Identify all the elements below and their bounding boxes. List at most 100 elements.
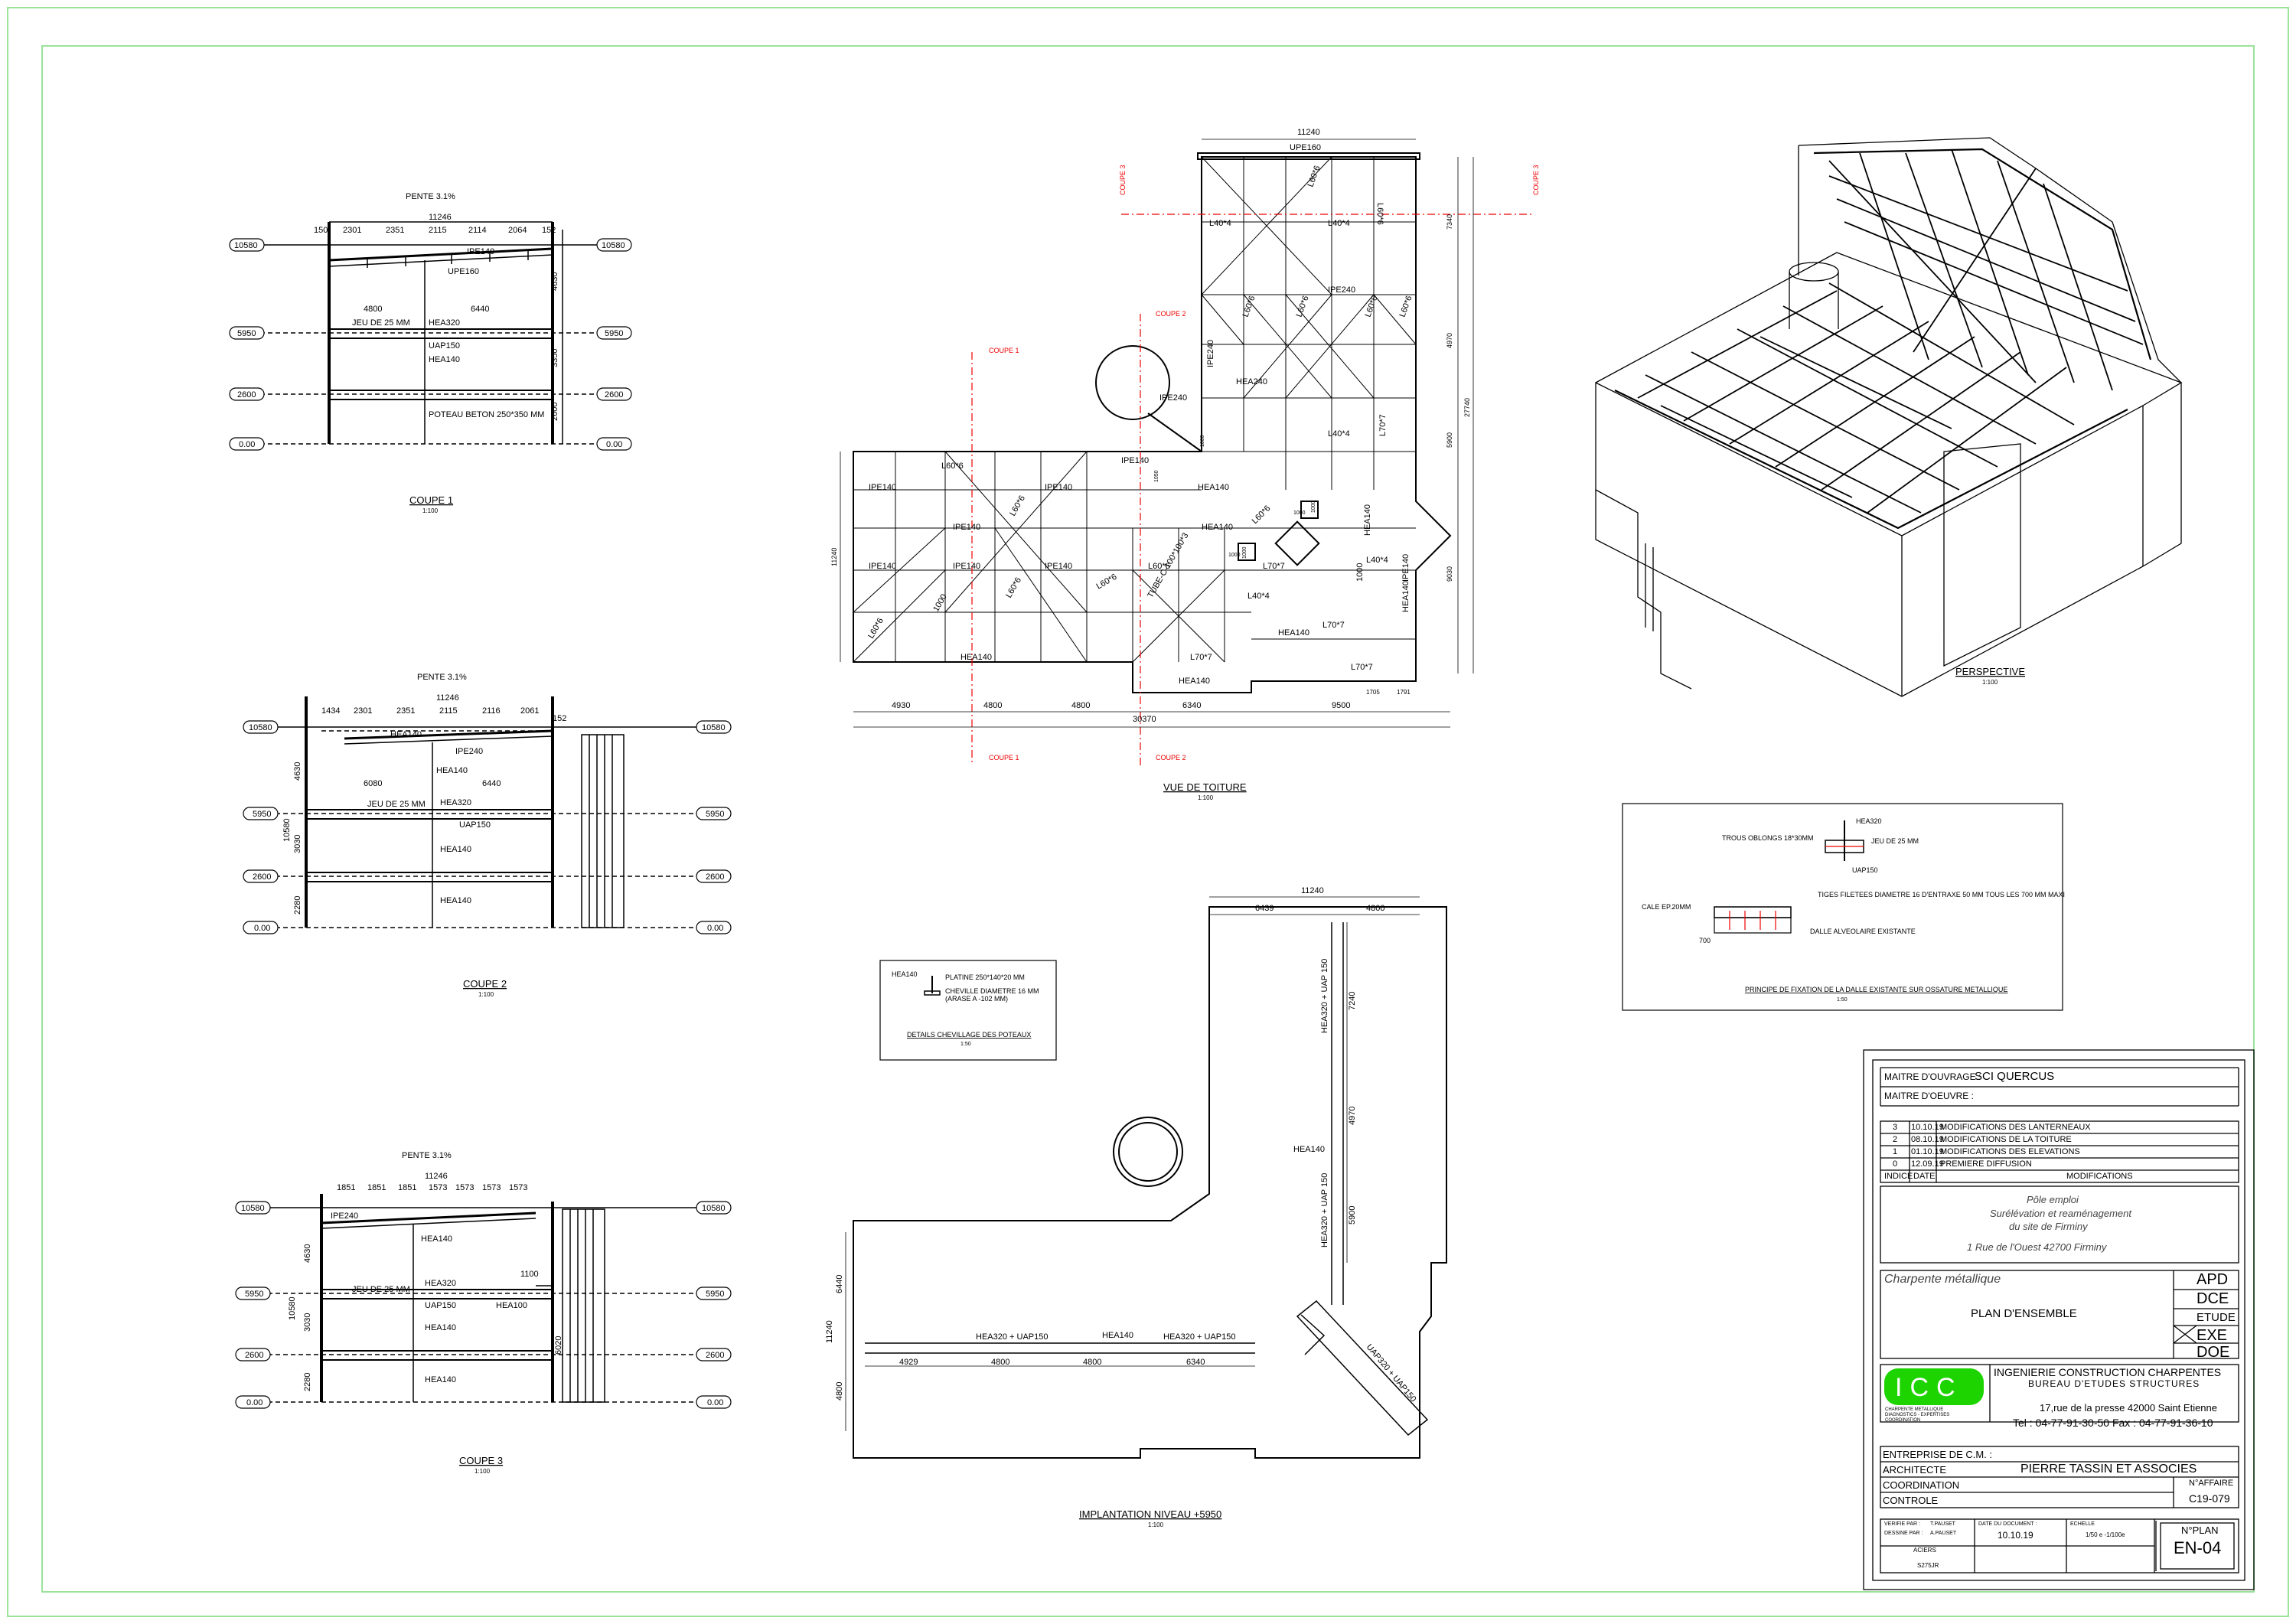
cheville-label: CHEVILLE DIAMETRE 16 MM [945, 987, 1039, 995]
roof-right-dim: 5900 [1446, 432, 1453, 448]
revision-modif: MODIFICATIONS DES ELEVATIONS [1940, 1147, 2080, 1156]
coupe3-label: HEA140 [421, 1234, 452, 1244]
cheville-label: (ARASE A -102 MM) [945, 995, 1008, 1003]
sheet-border-inner [41, 45, 2255, 1593]
roof-small: 1705 [1366, 689, 1380, 696]
coupe1-level: 5950 [605, 329, 623, 338]
roof-right-dim: 27740 [1463, 398, 1471, 417]
roof-label: L60*6 [1375, 203, 1384, 225]
coupe3-vert: 6020 [554, 1336, 563, 1355]
coupe3-label: HEA140 [425, 1375, 456, 1384]
project-line: 1 Rue de l'Ouest 42700 Firminy [1967, 1241, 2107, 1253]
roof-small: 1791 [1397, 689, 1411, 696]
revision-date: 01.10.19 [1911, 1147, 1944, 1156]
roof-label: L70*7 [1351, 663, 1373, 672]
aciers-value: S275JR [1917, 1562, 1939, 1569]
coupe1-label: HEA320 [429, 318, 460, 328]
roof-label: L60*6 [1148, 562, 1170, 571]
revision-head-date: DATE [1913, 1172, 1936, 1181]
roof-coupe-tag: COUPE 3 [1532, 165, 1540, 195]
coupe1-vert: 4630 [550, 272, 559, 291]
coupe1-title: COUPE 1 [409, 494, 453, 506]
coupe3-pente: PENTE 3.1% [402, 1151, 452, 1160]
coupe-3-level-tags [235, 1201, 732, 1409]
perspective-3d [1595, 137, 2183, 697]
roof-small-dim: 1050 [1154, 470, 1159, 482]
perspective-scale: 1:100 [1982, 679, 1998, 686]
perspective-title: PERSPECTIVE [1955, 666, 2025, 677]
fixation-label: DALLE ALVEOLAIRE EXISTANTE [1810, 928, 1916, 935]
roof-label: L70*7 [1378, 414, 1388, 436]
roof-label: 1000 [1355, 563, 1365, 582]
fixation-label: UAP150 [1852, 866, 1878, 874]
affaire-value: C19-079 [2189, 1492, 2230, 1505]
coupe2-pente: PENTE 3.1% [417, 673, 467, 682]
roof-label: IPE140 [953, 562, 980, 571]
coupe2-level: 10580 [249, 723, 272, 732]
coupe1-label: JEU DE 25 MM [352, 318, 410, 328]
roof-label: L40*4 [1366, 556, 1388, 565]
roof-top-dim: 11240 [1297, 128, 1320, 137]
coupe3-span: 1851 [398, 1183, 416, 1192]
company-address: 17,rue de la presse 42000 Saint Etienne [2040, 1402, 2218, 1414]
impl-left-dim: 6440 [835, 1275, 844, 1293]
revision-indice: 2 [1893, 1135, 1898, 1144]
coupe-1 [230, 221, 597, 445]
coupe2-span: 152 [553, 714, 566, 723]
coupe2-label: 6440 [482, 779, 501, 788]
coupe2-vert: 3030 [293, 835, 302, 853]
coupe2-label: UAP150 [459, 820, 491, 830]
roof-label: HEA140 [1202, 523, 1233, 532]
roof-label: HEA140 [1363, 504, 1372, 536]
coupe1-label: UAP150 [429, 341, 460, 351]
company-tel: Tel : 04-77-91-30-50 Fax : 04-77-91-36-1… [2013, 1417, 2213, 1429]
maitre-oeuvre-label: MAITRE D'OEUVRE : [1884, 1091, 1974, 1101]
coupe3-level: 5950 [706, 1290, 724, 1299]
phase-doe: DOE [2197, 1344, 2230, 1361]
impl-right-dim: 7240 [1348, 992, 1357, 1010]
roof-label: L70*7 [1322, 621, 1345, 630]
coupe2-level: 2600 [253, 872, 271, 882]
coupe1-span: 2114 [468, 226, 487, 235]
fixation-title: PRINCIPE DE FIXATION DE LA DALLE EXISTAN… [1745, 986, 2007, 993]
roof-label: L60*6 [1295, 295, 1311, 318]
coupe1-label: POTEAU BETON 250*350 MM [429, 410, 544, 419]
roof-label: IPE240 [1206, 340, 1215, 367]
roof-label: HEA240 [1236, 377, 1267, 386]
roof-small-dim: 1000 [1228, 553, 1241, 558]
phase-exe: EXE [2197, 1327, 2228, 1344]
coupe1-vert: 3350 [550, 349, 559, 367]
revision-head-indice: INDICE [1884, 1172, 1913, 1181]
impl-bottom-dim: 6340 [1186, 1358, 1205, 1367]
architecte-value: PIERRE TASSIN ET ASSOCIES [2020, 1463, 2197, 1476]
roof-scale: 1:100 [1198, 794, 1214, 801]
coupe2-level: 5950 [706, 810, 724, 819]
coupe2-vert: 2280 [293, 896, 302, 915]
coupe2-level: 5950 [253, 810, 271, 819]
coupe3-span: 1573 [482, 1183, 501, 1192]
roof-coupe-tag: COUPE 2 [1156, 310, 1186, 318]
roof-label: UPE160 [1290, 143, 1321, 152]
coupe1-label: 6440 [471, 305, 489, 314]
coupe3-vert: 2280 [303, 1373, 312, 1391]
icc-logo: ICC [1884, 1368, 1984, 1405]
roof-label: IPE140 [869, 562, 896, 571]
roof-label: IPE140 [1121, 456, 1149, 465]
roof-small-dim: 1000 [1293, 510, 1306, 516]
icc-sub: COORDINATION [1885, 1418, 1921, 1423]
impl-right-dim: 5900 [1348, 1206, 1357, 1225]
roof-bottom-dim: 4930 [892, 701, 910, 710]
sheet-border-outer [7, 7, 2289, 1617]
roof-label: IPE140 [869, 483, 896, 492]
coupe1-level: 0.00 [239, 440, 255, 449]
fixation-scale: 1:50 [1837, 997, 1848, 1003]
impl-label: HEA320 + UAP 150 [1320, 959, 1329, 1033]
roof-bottom-dim: 9500 [1332, 701, 1350, 710]
revision-date: 08.10.19 [1911, 1135, 1944, 1144]
roof-label: L60*6 [1008, 494, 1027, 518]
impl-bottom-dim: 4800 [991, 1358, 1009, 1367]
impl-label: HEA140 [1293, 1145, 1325, 1154]
roof-coupe-tag: COUPE 3 [1119, 165, 1127, 195]
coupe2-label: JEU DE 25 MM [367, 800, 426, 809]
coupe1-level: 0.00 [606, 440, 622, 449]
